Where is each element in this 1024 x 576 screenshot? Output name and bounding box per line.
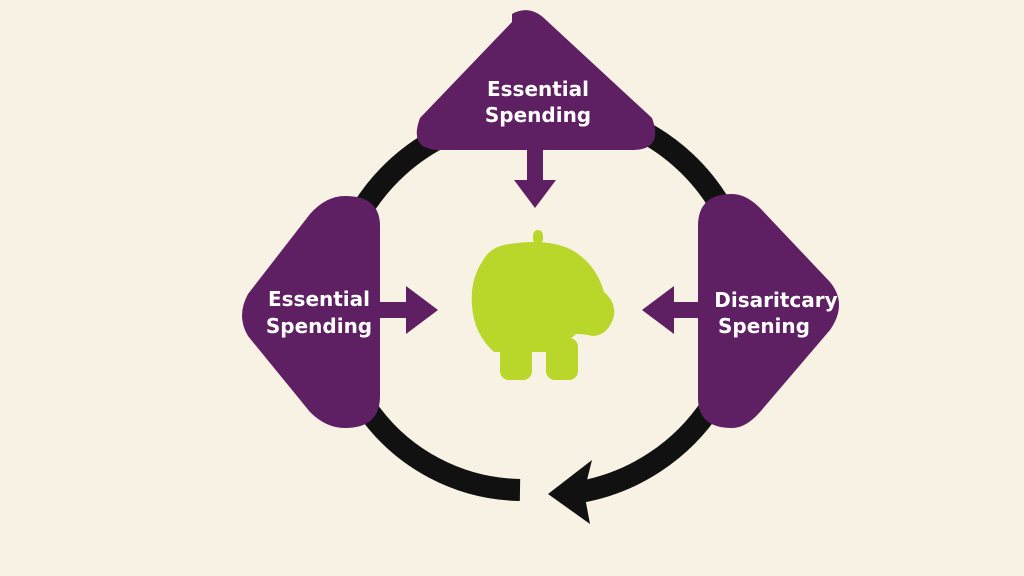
node-top-label-line1: Essential — [487, 77, 589, 101]
node-top-label-line2: Spending — [485, 103, 591, 127]
arrow-top-to-center — [514, 150, 556, 208]
piggy-bank-icon — [471, 230, 615, 380]
node-top-shape — [416, 10, 656, 151]
node-top: Essential Spending — [416, 10, 656, 151]
node-left-label-line2: Spending — [266, 314, 372, 338]
cycle-arc-bottom-left — [359, 403, 521, 501]
cycle-arc-bottom-right — [577, 398, 722, 503]
node-left: Essential Spending — [242, 196, 380, 428]
node-right-shape — [698, 194, 839, 428]
node-left-label-line1: Essential — [268, 287, 370, 311]
node-left-shape — [242, 196, 380, 428]
node-right-label-line2: Spening — [718, 314, 810, 338]
node-right: Disaritcary Spening — [698, 194, 839, 428]
cycle-arrowhead — [548, 460, 592, 524]
arrow-left-to-center — [380, 286, 438, 334]
node-right-label-line1: Disaritcary — [714, 288, 837, 312]
arrow-right-to-center — [642, 286, 700, 334]
